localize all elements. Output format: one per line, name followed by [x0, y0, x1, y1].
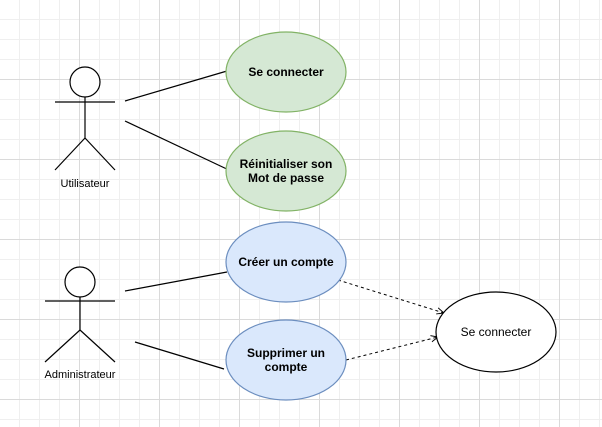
use-case-creer-compte[interactable]: [225, 221, 347, 303]
actor-utilisateur-label: Utilisateur: [60, 178, 110, 190]
actor-utilisateur-figure[interactable]: [54, 66, 116, 171]
actor-administrateur-figure[interactable]: [44, 266, 116, 363]
dependency-creer-compte-se-connecter[interactable]: [337, 279, 444, 313]
dependency-supprimer-compte-se-connecter[interactable]: [345, 337, 438, 361]
association-utilisateur-se-connecter[interactable]: [124, 70, 228, 102]
association-administrateur-supprimer-compte[interactable]: [134, 341, 225, 370]
use-case-reinitialiser-mot-de-passe[interactable]: [225, 130, 347, 212]
use-case-supprimer-compte[interactable]: [225, 319, 347, 401]
use-case-se-connecter-secondary[interactable]: [435, 291, 557, 373]
association-administrateur-creer-compte[interactable]: [124, 271, 228, 292]
association-utilisateur-reinitialiser[interactable]: [124, 120, 232, 172]
use-case-se-connecter[interactable]: [225, 31, 347, 113]
actor-administrateur-label: Administrateur: [44, 369, 116, 381]
